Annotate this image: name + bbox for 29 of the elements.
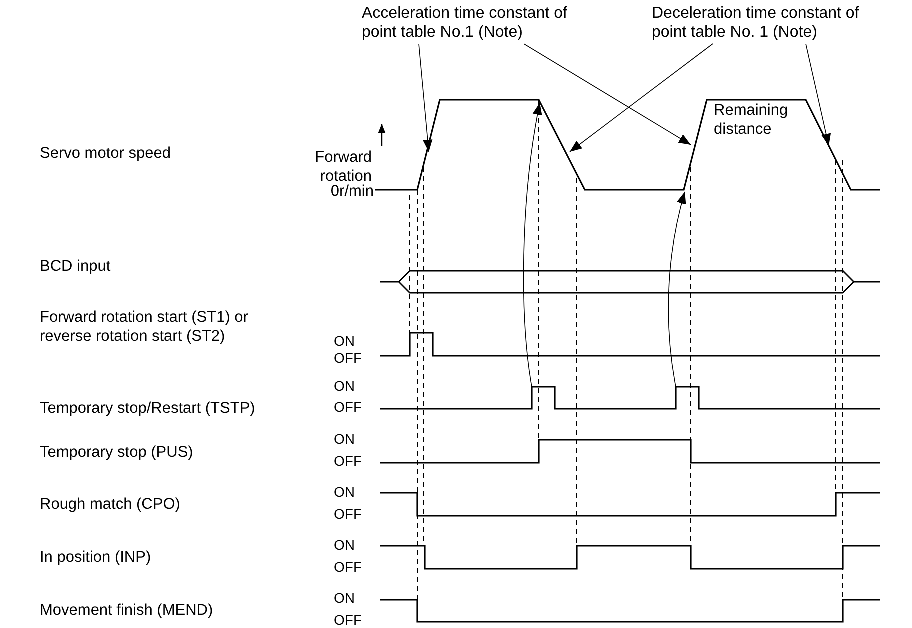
leader-line (570, 44, 714, 152)
signal-name: BCD input (40, 257, 112, 276)
leader-line (806, 44, 832, 146)
callout-text: Deceleration time constant of point table No. 1 (Note) (652, 4, 897, 42)
state-label: OFF (334, 507, 362, 522)
leader-line (524, 44, 692, 146)
signal-name: Rough match (CPO) (40, 495, 182, 514)
signal-name: Servo motor speed (40, 144, 172, 163)
callout-text: Acceleration time constant of point table No.1 (Note) (362, 4, 580, 42)
state-label: ON (334, 432, 355, 447)
state-label: ON (334, 591, 355, 606)
state-label: ON (334, 485, 355, 500)
state-label: OFF (334, 613, 362, 628)
axis-label: Forward rotation (314, 148, 372, 185)
state-label: ON (334, 538, 355, 553)
signal-name: Forward rotation start (ST1) or reverse rotation start (ST2) (40, 308, 250, 346)
state-label: ON (334, 334, 355, 349)
annotation-text: Remaining distance (714, 101, 790, 139)
signal-name: Temporary stop/Restart (TSTP) (40, 399, 256, 418)
signal-name: In position (INP) (40, 548, 152, 567)
state-label: OFF (334, 400, 362, 415)
state-label: OFF (334, 454, 362, 469)
signal-name: Temporary stop (PUS) (40, 443, 194, 462)
signal-name: Movement finish (MEND) (40, 601, 214, 620)
axis-label: 0r/min (330, 182, 374, 201)
state-label: OFF (334, 351, 362, 366)
state-label: ON (334, 379, 355, 394)
leader-line (418, 44, 433, 152)
state-label: OFF (334, 560, 362, 575)
